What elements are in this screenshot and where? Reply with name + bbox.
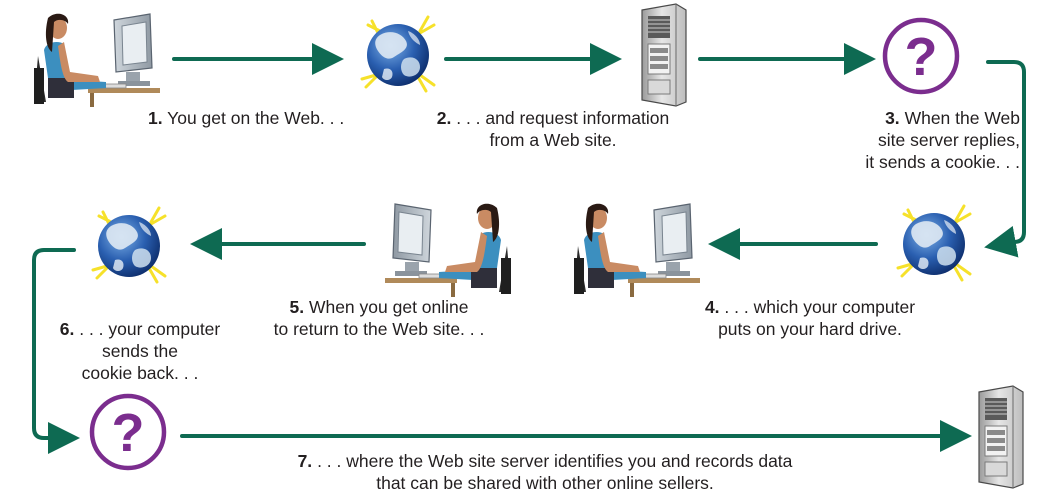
- server-tower-icon: [978, 385, 1024, 489]
- step-number: 6.: [59, 319, 75, 339]
- step-text: When you get online: [308, 297, 469, 317]
- step-5-caption: 5. When you get online to return to the …: [248, 296, 510, 340]
- step-text: that can be shared with other online sel…: [376, 473, 714, 493]
- globe-icon: [896, 204, 972, 282]
- step-1-caption: 1. You get on the Web. . .: [148, 107, 344, 129]
- step-6-caption: 6. . . . your computer sends the cookie …: [40, 318, 240, 384]
- globe-icon: [360, 15, 436, 93]
- step-text: . . . and request information: [456, 108, 670, 128]
- step-text: . . . your computer: [79, 319, 221, 339]
- step-text: sends the: [102, 341, 178, 361]
- server-tower-icon: [641, 3, 687, 107]
- step-number: 7.: [297, 451, 313, 471]
- step-text: . . . where the Web site server identifi…: [317, 451, 793, 471]
- step-text: . . . which your computer: [724, 297, 916, 317]
- step-text: site server replies,: [878, 130, 1020, 150]
- step-number: 2.: [436, 108, 452, 128]
- step-text: it sends a cookie. . .: [865, 152, 1020, 172]
- step-text: puts on your hard drive.: [718, 319, 902, 339]
- step-number: 1.: [148, 108, 163, 128]
- step-2-caption: 2. . . . and request information from a …: [410, 107, 696, 151]
- step-number: 4.: [704, 297, 720, 317]
- arrow-cookie-to-globe: [984, 60, 1026, 258]
- step-number: 5.: [289, 297, 305, 317]
- question-mark-icon: [885, 20, 957, 92]
- step-number: 3.: [885, 108, 900, 128]
- step-text: When the Web: [904, 108, 1020, 128]
- step-text: to return to the Web site. . .: [273, 319, 485, 339]
- woman-at-computer-icon: [384, 203, 512, 298]
- step-3-caption: 3. When the Web site server replies, it …: [826, 107, 1020, 173]
- step-7-caption: 7. . . . where the Web site server ident…: [230, 450, 860, 494]
- step-text: from a Web site.: [489, 130, 617, 150]
- question-mark-icon: [92, 396, 164, 468]
- woman-at-computer-icon: [33, 13, 161, 108]
- woman-at-computer-icon: [573, 203, 701, 298]
- step-4-caption: 4. . . . which your computer puts on you…: [680, 296, 940, 340]
- globe-icon: [91, 206, 167, 284]
- step-text: You get on the Web. . .: [167, 108, 345, 128]
- step-text: cookie back. . .: [81, 363, 199, 383]
- arrow-globe-to-cookie-back: [32, 248, 80, 454]
